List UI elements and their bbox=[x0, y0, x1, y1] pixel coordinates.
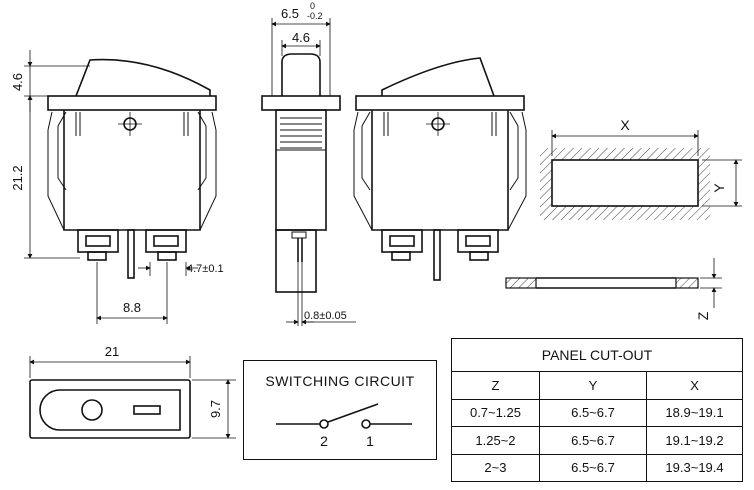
cell-y: 6.5~6.7 bbox=[538, 398, 648, 427]
panel-cutout-table: PANEL CUT-OUT Z Y X 0.7~1.25 6.5~6.7 18.… bbox=[451, 338, 743, 482]
pin-1-label: 1 bbox=[366, 433, 374, 449]
switching-circuit-symbol: 2 1 bbox=[276, 403, 412, 449]
header-x: X bbox=[646, 371, 743, 400]
switching-circuit-box: SWITCHING CIRCUIT bbox=[243, 360, 437, 460]
table-header-row: Z Y X bbox=[451, 371, 743, 400]
cell-z: 0.7~1.25 bbox=[451, 398, 540, 427]
dim-terminal-thickness: 0.8±0.05 bbox=[304, 310, 347, 322]
table-row: 0.7~1.25 6.5~6.7 18.9~19.1 bbox=[451, 398, 743, 427]
cell-x: 19.1~19.2 bbox=[646, 426, 743, 455]
front-view-left bbox=[47, 58, 217, 279]
header-y: Y bbox=[538, 371, 648, 400]
cutout-y-label: Y bbox=[711, 183, 727, 193]
dim-bottom-height: 9.7 bbox=[208, 400, 223, 418]
cell-z: 1.25~2 bbox=[451, 426, 540, 455]
dim-rocker-width: 4.6 bbox=[292, 30, 310, 45]
dim-top-width: 6.5 bbox=[281, 6, 299, 21]
table-row: 1.25~2 6.5~6.7 19.1~19.2 bbox=[451, 426, 743, 455]
dim-body-height: 21.2 bbox=[10, 165, 25, 190]
front-view-right bbox=[353, 57, 527, 281]
dim-rocker-height: 4.6 bbox=[10, 73, 25, 91]
header-z: Z bbox=[451, 371, 540, 400]
panel-cutout-diagram: X Y Z bbox=[505, 117, 742, 320]
switching-circuit-title: SWITCHING CIRCUIT bbox=[265, 373, 415, 389]
table-title-row: PANEL CUT-OUT bbox=[451, 338, 743, 372]
bottom-view: 21 9.7 bbox=[29, 344, 236, 439]
panel-cutout-title: PANEL CUT-OUT bbox=[451, 338, 743, 372]
cell-y: 6.5~6.7 bbox=[538, 453, 648, 482]
table-row: 2~3 6.5~6.7 19.3~19.4 bbox=[451, 453, 743, 482]
dim-terminal-width: 4.7±0.1 bbox=[187, 263, 224, 275]
dim-top-tol-upper: 0 bbox=[310, 1, 315, 11]
dims-left: 4.6 21.2 8.8 4.7±0.1 bbox=[10, 50, 224, 324]
dim-bottom-length: 21 bbox=[105, 344, 119, 359]
dim-pitch: 8.8 bbox=[123, 300, 141, 315]
cell-x: 18.9~19.1 bbox=[646, 398, 743, 427]
side-view: 6.5 0 -0.2 4.6 0.8±0.05 bbox=[261, 1, 356, 326]
pin-2-label: 2 bbox=[320, 433, 328, 449]
cell-z: 2~3 bbox=[451, 453, 540, 482]
cell-y: 6.5~6.7 bbox=[538, 426, 648, 455]
cutout-z-label: Z bbox=[695, 311, 711, 320]
dim-top-tol-lower: -0.2 bbox=[307, 11, 323, 21]
cell-x: 19.3~19.4 bbox=[646, 453, 743, 482]
cutout-x-label: X bbox=[620, 117, 630, 133]
